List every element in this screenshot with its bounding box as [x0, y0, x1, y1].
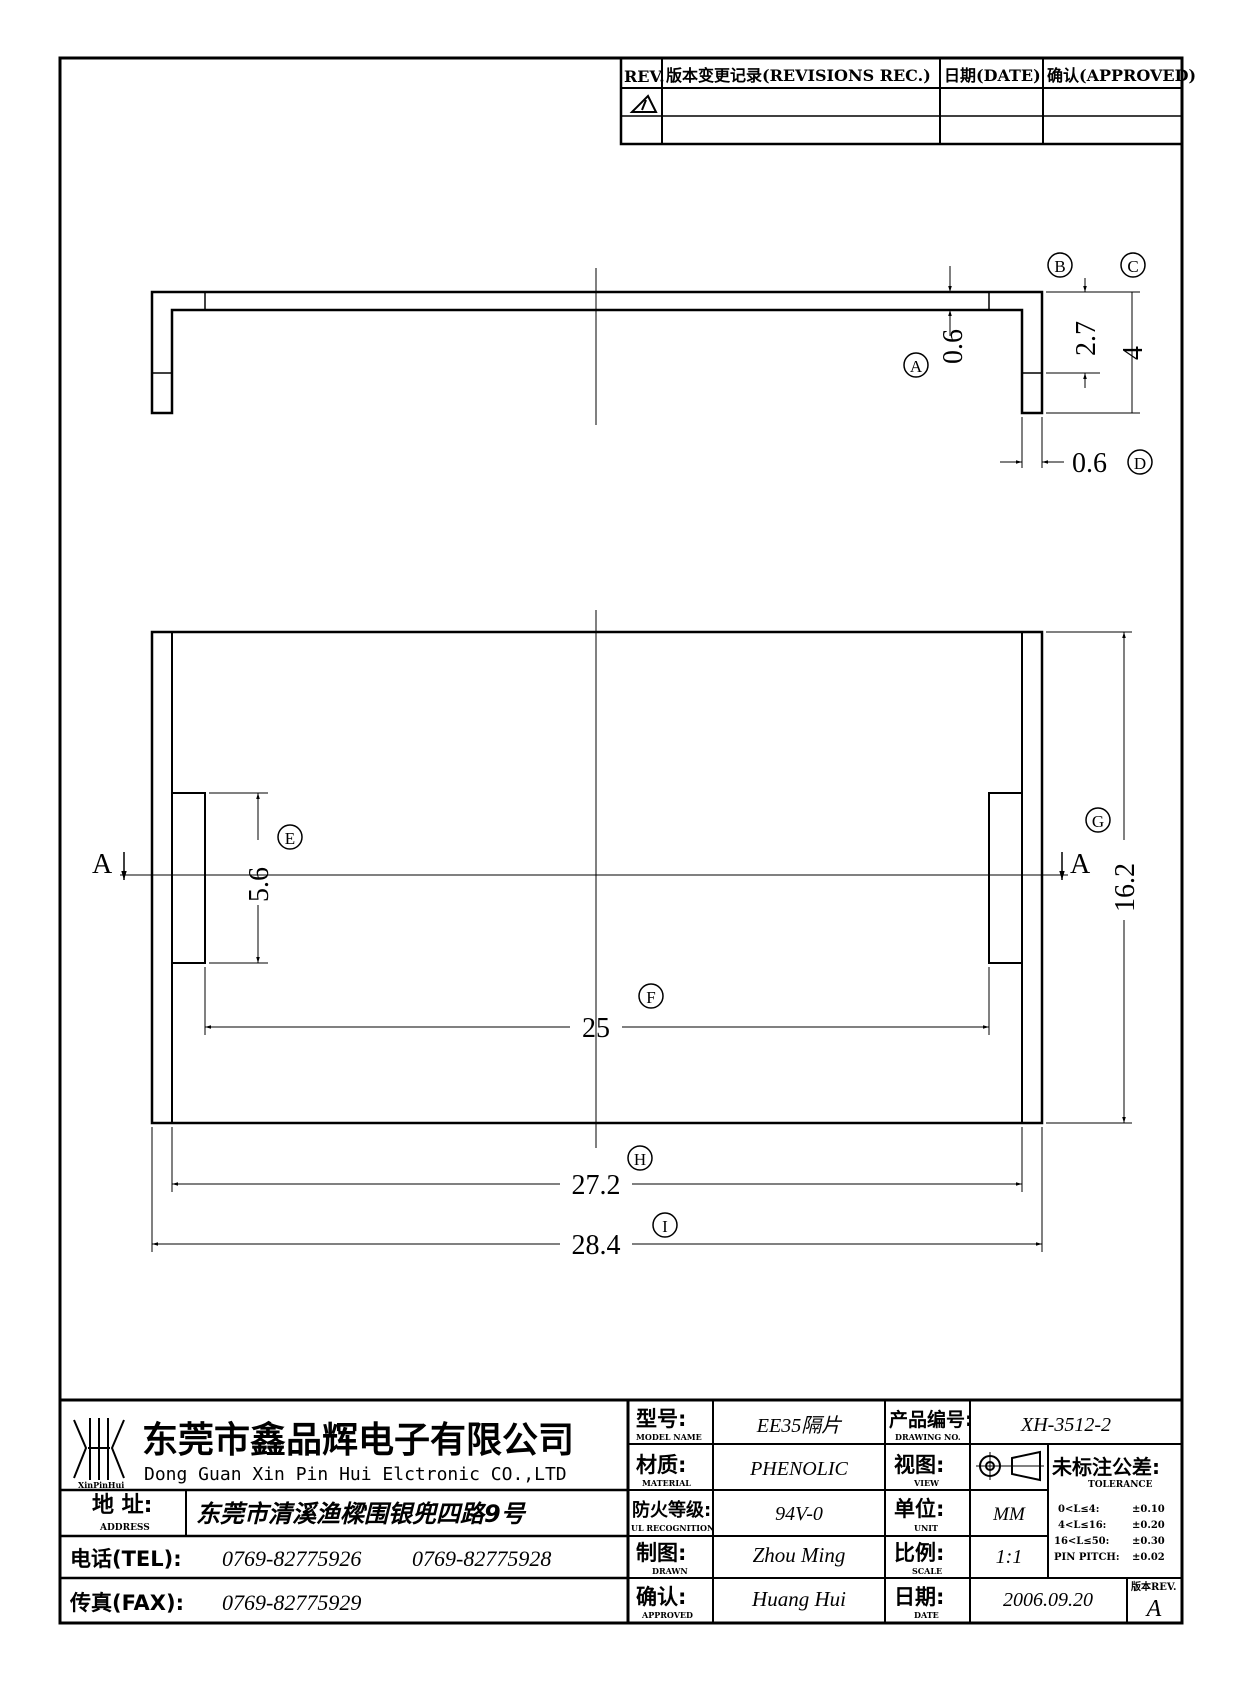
tolerance-value: ±0.10 — [1132, 1504, 1165, 1515]
dim-e-value: 5.6 — [244, 867, 275, 902]
dim-h-value: 27.2 — [572, 1170, 621, 1201]
rev-value: A — [1145, 1596, 1162, 1622]
dim-b-marker: B — [1047, 252, 1073, 278]
unit-label: 单位: — [894, 1497, 944, 1521]
dim-d-marker: D — [1127, 449, 1153, 475]
tolerance-value: ±0.02 — [1132, 1552, 1165, 1563]
dim-i-marker: I — [652, 1212, 678, 1238]
revision-record-header: 版本变更记录(REVISIONS REC.) — [665, 66, 931, 85]
rev-header: REV. — [624, 67, 665, 86]
address-value: 东莞市清溪渔樑围银兜四路9号 — [196, 1500, 527, 1528]
scale-value: 1:1 — [996, 1546, 1023, 1568]
fax-label: 传真(FAX): — [69, 1591, 184, 1615]
revision-date-header: 日期(DATE) — [944, 66, 1041, 85]
projection-symbol-icon — [976, 1450, 1044, 1482]
tolerance-range: 4<L≤16: — [1058, 1520, 1106, 1531]
view-sub: VIEW — [913, 1478, 940, 1488]
tolerance-value: ±0.30 — [1132, 1536, 1165, 1547]
dim-g-value: 16.2 — [1110, 863, 1141, 912]
dim-f-value: 25 — [582, 1013, 610, 1044]
approved-sub: APPROVED — [641, 1610, 693, 1620]
model-label: 型号: — [636, 1407, 686, 1431]
drawn-label: 制图: — [636, 1541, 686, 1565]
ul-value: 94V-0 — [775, 1503, 823, 1525]
drawing-no-value: XH-3512-2 — [1020, 1414, 1111, 1436]
tolerance-range: 0<L≤4: — [1058, 1504, 1099, 1515]
unit-value: MM — [992, 1504, 1026, 1525]
rev-label: 版本REV. — [1131, 1580, 1176, 1593]
tel-value-2: 0769-82775928 — [412, 1546, 551, 1571]
address-label: 地 址: — [92, 1493, 152, 1518]
company-logo — [73, 1418, 125, 1480]
drawing-no-sub: DRAWING NO. — [895, 1432, 961, 1442]
dim-e-marker: E — [277, 824, 303, 850]
scale-label: 比例: — [894, 1541, 944, 1565]
dim-b-value: 2.7 — [1071, 321, 1102, 356]
dim-h-marker: H — [627, 1145, 653, 1171]
svg-text:G: G — [1092, 812, 1104, 831]
company-name-en: Dong Guan Xin Pin Hui Elctronic CO.,LTD — [144, 1464, 567, 1485]
tolerance-value: ±0.20 — [1132, 1520, 1165, 1531]
revision-table — [619, 56, 1184, 146]
dim-d-value: 0.6 — [1072, 448, 1107, 479]
material-label: 材质: — [636, 1453, 686, 1477]
approved-label: 确认: — [636, 1585, 686, 1609]
dim-a-marker: A — [903, 352, 929, 378]
revision-triangle-icon — [629, 94, 658, 113]
ul-label: 防火等级: — [632, 1499, 711, 1521]
section-label-right: A — [1070, 849, 1091, 880]
material-value: PHENOLIC — [749, 1458, 848, 1480]
svg-text:D: D — [1134, 454, 1146, 473]
top-view-dimension-lines — [948, 266, 1140, 468]
model-value: EE35隔片 — [756, 1415, 842, 1437]
ul-sub: UL RECOGNITION — [631, 1523, 714, 1533]
tel-value-1: 0769-82775926 — [222, 1546, 361, 1571]
tolerance-range: PIN PITCH: — [1054, 1552, 1120, 1563]
svg-text:E: E — [285, 829, 295, 848]
date-value: 2006.09.20 — [1003, 1589, 1093, 1611]
address-sub: ADDRESS — [99, 1523, 150, 1533]
tolerance-table: 0<L≤4: ±0.10 4<L≤16: ±0.20 16<L≤50: ±0.3… — [1054, 1504, 1165, 1563]
dim-c-value: 4 — [1118, 346, 1149, 360]
svg-text:B: B — [1054, 257, 1065, 276]
section-label-left: A — [92, 849, 113, 880]
tel-label: 电话(TEL): — [70, 1547, 182, 1571]
svg-text:C: C — [1127, 257, 1138, 276]
material-sub: MATERIAL — [642, 1478, 691, 1488]
unit-sub: UNIT — [914, 1523, 938, 1533]
front-view-dimension-lines — [151, 631, 1132, 1252]
dim-f-marker: F — [638, 983, 664, 1009]
scale-sub: SCALE — [912, 1566, 942, 1576]
tolerance-sub: TOLERANCE — [1088, 1480, 1153, 1490]
title-block-grid — [58, 1398, 1184, 1625]
svg-text:H: H — [634, 1150, 646, 1169]
top-view — [150, 268, 1044, 425]
svg-text:A: A — [910, 357, 923, 376]
front-view — [120, 610, 1068, 1148]
date-label: 日期: — [894, 1585, 944, 1609]
tolerance-title: 未标注公差: — [1052, 1455, 1160, 1479]
fax-value: 0769-82775929 — [222, 1590, 361, 1615]
dim-a-value: 0.6 — [938, 329, 969, 364]
dim-g-marker: G — [1085, 807, 1111, 833]
drawn-value: Zhou Ming — [753, 1543, 846, 1567]
logo-text: XinPinHui — [78, 1480, 124, 1490]
svg-text:I: I — [662, 1217, 668, 1236]
date-sub: DATE — [914, 1610, 939, 1620]
drawn-sub: DRAWN — [652, 1566, 688, 1576]
company-name-cn: 东莞市鑫品辉电子有限公司 — [142, 1420, 574, 1461]
view-label: 视图: — [894, 1453, 944, 1477]
drawing-no-label: 产品编号: — [889, 1408, 973, 1431]
revision-approved-header: 确认(APPROVED) — [1047, 66, 1196, 85]
model-sub: MODEL NAME — [636, 1432, 702, 1442]
svg-text:F: F — [646, 988, 655, 1007]
dim-c-marker: C — [1120, 252, 1146, 278]
approved-value: Huang Hui — [751, 1587, 846, 1611]
dim-i-value: 28.4 — [572, 1230, 621, 1261]
tolerance-range: 16<L≤50: — [1054, 1536, 1109, 1547]
